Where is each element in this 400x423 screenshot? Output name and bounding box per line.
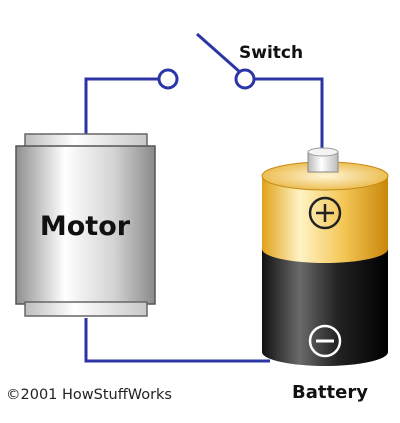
switch-label: Switch bbox=[239, 43, 303, 63]
wire-switch-to-battery bbox=[252, 77, 324, 150]
minus-circle-icon bbox=[308, 324, 342, 358]
battery-negative-section bbox=[262, 249, 388, 366]
wire-motor-to-battery bbox=[84, 318, 270, 363]
motor-label: Motor bbox=[40, 211, 131, 242]
battery-label: Battery bbox=[292, 382, 368, 403]
wire-motor-to-switch bbox=[84, 77, 160, 136]
circuit-wires bbox=[84, 32, 324, 363]
switch-contact-left bbox=[157, 68, 179, 90]
plus-circle-icon bbox=[308, 196, 342, 230]
battery bbox=[261, 147, 389, 366]
motor: Motor bbox=[15, 133, 156, 317]
switch-contact-right bbox=[234, 68, 256, 90]
battery-terminal-top bbox=[307, 147, 339, 157]
switch-lever bbox=[196, 32, 242, 75]
motor-bottom-cap bbox=[24, 301, 148, 317]
copyright-text: ©2001 HowStuffWorks bbox=[6, 387, 172, 403]
